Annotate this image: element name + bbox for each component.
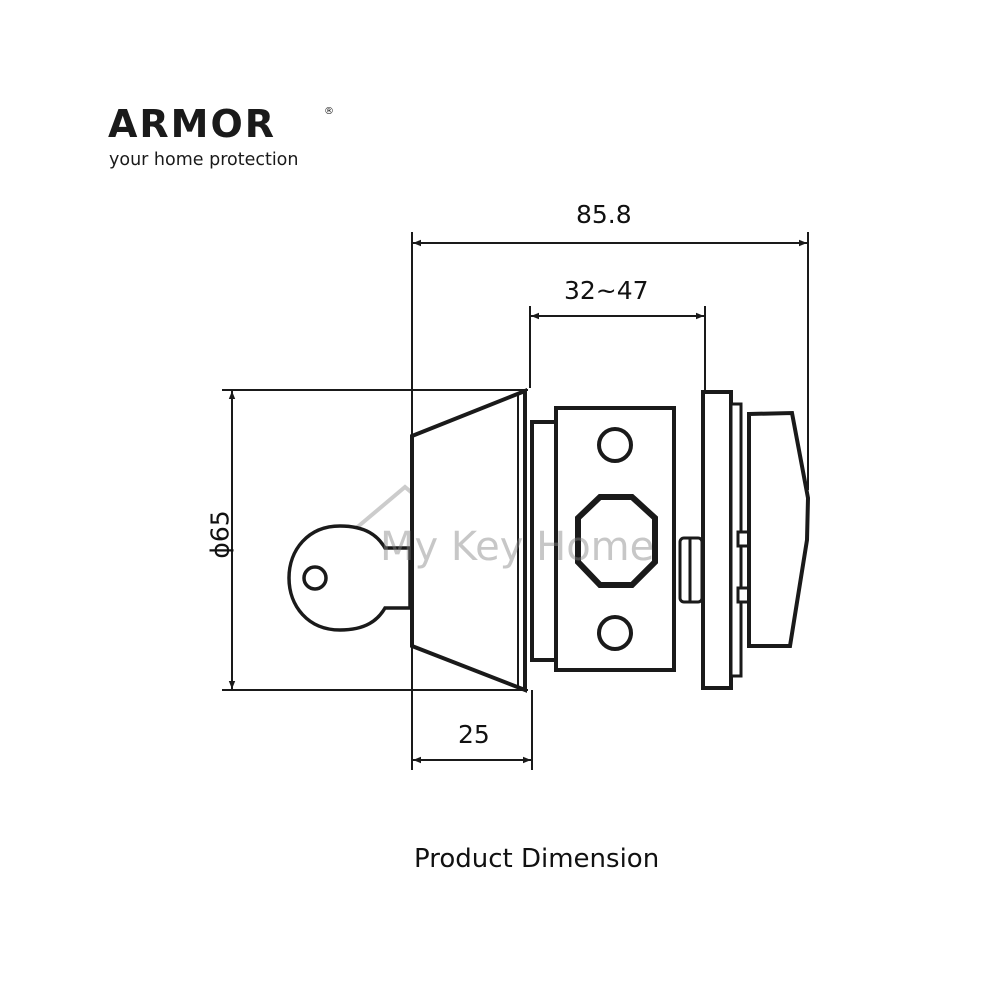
outside-cylinder xyxy=(410,388,527,693)
bolt-plate xyxy=(554,406,676,672)
brand-logo: ARMOR ® your home protection xyxy=(108,100,348,180)
spindle-housing xyxy=(530,420,560,662)
dimension-cylinder-depth: 25 xyxy=(458,720,490,749)
dimension-overall-length: 85.8 xyxy=(576,200,632,229)
key-icon xyxy=(287,524,412,632)
brand-tagline: your home protection xyxy=(109,150,299,170)
dimension-door-thickness: 32~47 xyxy=(564,276,649,305)
screw-hole-bottom xyxy=(597,615,633,651)
thumb-turn xyxy=(747,410,811,648)
screw-hole-top xyxy=(597,427,633,463)
tailpiece xyxy=(678,536,704,604)
dimension-lines xyxy=(228,239,807,764)
dimension-rose-diameter: ϕ65 xyxy=(205,510,235,559)
registered-mark: ® xyxy=(324,106,334,117)
caption-product-dimension: Product Dimension xyxy=(414,844,660,874)
inside-rose xyxy=(701,390,752,690)
brand-wordmark: ARMOR xyxy=(108,102,277,146)
watermark-text: My Key Home xyxy=(380,524,655,570)
extension-lines xyxy=(222,232,809,770)
bolt-hole xyxy=(575,494,658,588)
